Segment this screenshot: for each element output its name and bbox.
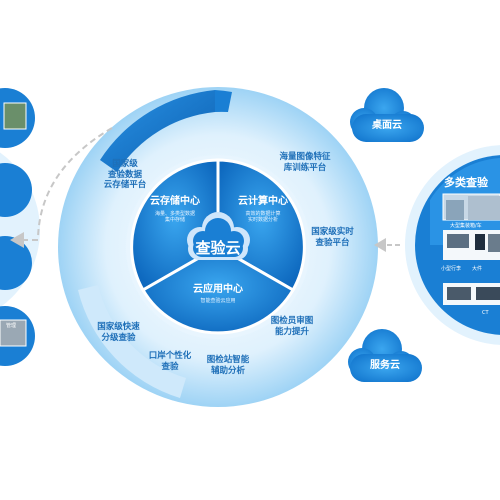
segment-storage-subtitle: 海量、多类型数据 集中存储 (154, 211, 195, 224)
service-cloud-label: 服务云 (370, 360, 400, 371)
right-item-ct: CT (482, 310, 489, 316)
label-smart-assist: 图检站智能 辅助分析 (206, 355, 250, 376)
segment-application (140, 245, 296, 335)
segment-compute-subtitle: 高效的数据计算 实时数据分析 (245, 211, 281, 224)
right-item-small: 小型行李 (441, 266, 462, 272)
label-judge-ability: 图检员审图 能力提升 (270, 316, 314, 337)
right-item-large: 大型集装箱/车 (450, 223, 482, 229)
segment-application-title: 云应用中心 (193, 284, 243, 295)
right-item-bulk: 大件 (472, 266, 483, 272)
label-realtime-platform: 国家级实时 查验平台 (311, 227, 354, 248)
label-personal: 口岸个性化 查验 (148, 351, 192, 372)
segment-storage-title: 云存储中心 (150, 196, 200, 207)
center-cloud-icon (187, 212, 250, 260)
desktop-cloud-icon (350, 88, 424, 142)
left-arrow (10, 127, 113, 248)
left-panel (0, 88, 40, 366)
center-label: 查验云 (195, 239, 241, 257)
label-fast-sorting: 国家级快速 分级查验 (97, 322, 140, 343)
top-arc-end (215, 90, 232, 112)
bottom-arc (78, 285, 186, 398)
right-arrow (374, 238, 400, 252)
right-panel (405, 145, 500, 345)
top-arc (100, 90, 215, 172)
right-panel-title: 多类查验 (444, 176, 488, 189)
left-item-manage: 管理 (5, 323, 16, 329)
segment-compute-title: 云计算中心 (238, 196, 288, 207)
label-image-library: 海量图像特征 库训练平台 (279, 152, 331, 173)
desktop-cloud-label: 桌面云 (372, 120, 402, 131)
label-national-storage: 国家级 查验数据 云存储平台 (103, 159, 147, 191)
service-cloud-icon (348, 329, 422, 382)
segment-application-subtitle: 智能查验云应用 (200, 298, 236, 304)
